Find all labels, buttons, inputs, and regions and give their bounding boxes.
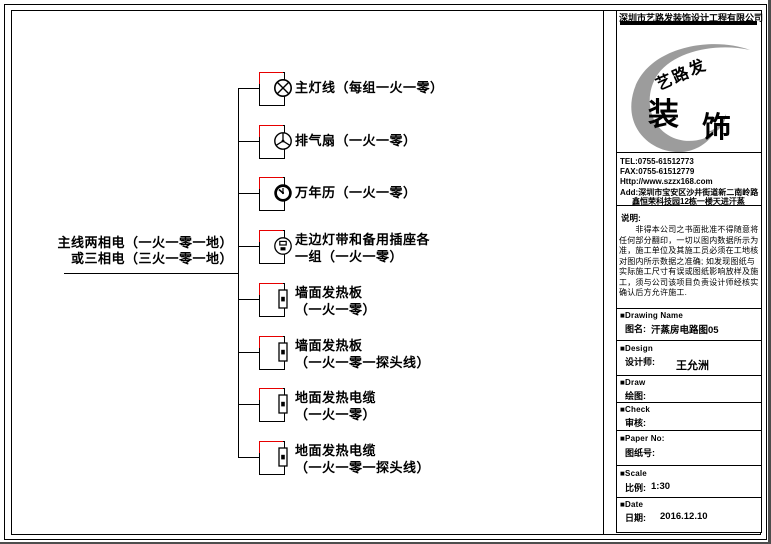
tb-line: [616, 402, 761, 403]
heater-icon: [278, 394, 288, 414]
branch-label: 地面发热电缆 （一火一零）: [295, 390, 377, 422]
branch-connector: [238, 141, 259, 142]
tb-line: [616, 465, 761, 466]
outer-border: [4, 4, 767, 540]
screen-bottom-edge: [0, 542, 771, 544]
company-logo-swoosh-icon: [631, 44, 750, 153]
trunk-line: [238, 88, 239, 457]
company-underline: [620, 21, 757, 25]
branch-label: 地面发热电缆 （一火一零一探头线）: [295, 443, 431, 475]
notes-body: 非得本公司之书面批准不得随意将 任何部分翻印，一切以图内数据所示为 准，施工单位…: [619, 225, 759, 297]
branch-label: 主灯线（每组一火一零）: [295, 80, 444, 95]
branch-connector: [238, 404, 259, 405]
source-label: 主线两相电（一火一零一地） 或三相电（三火一零一地）: [57, 235, 233, 266]
lamp-icon: [273, 78, 293, 98]
tb-line: [616, 340, 761, 341]
branch-label: 墙面发热板 （一火一零）: [295, 285, 377, 317]
clock-icon: [273, 183, 293, 203]
contact-website: Http://www.szzx168.com: [620, 177, 713, 186]
notes-title: 说明:: [621, 213, 641, 223]
company-name: 深圳市艺路发装饰设计工程有限公司: [619, 13, 764, 23]
contact-tel: TEL:0755-61512773: [620, 157, 694, 166]
heater-icon: [278, 289, 288, 309]
branch-label: 走边灯带和备用插座各 一组（一火一零）: [295, 232, 431, 264]
contact-fax: FAX:0755-61512779: [620, 167, 695, 176]
heater-icon: [278, 447, 288, 467]
branch-label: 墙面发热板 （一火一零一探头线）: [295, 338, 431, 370]
feeder-line: [64, 273, 238, 274]
branch-connector: [238, 246, 259, 247]
screen-right-edge: [768, 0, 771, 544]
tb-line: [616, 430, 761, 431]
branch-connector: [238, 352, 279, 353]
logo-char-zhuang: 装: [648, 97, 679, 132]
logo-char-shi: 饰: [702, 112, 732, 144]
drawing-area-right-divider: [603, 10, 604, 534]
heater-icon: [278, 342, 288, 362]
contact-address-line1: Add:深圳市宝安区沙井街道新二南岭路: [620, 188, 759, 197]
fan-icon: [273, 131, 293, 151]
branch-label: 排气扇（一火一零）: [295, 133, 417, 148]
branch-connector: [238, 457, 279, 458]
tb-line: [616, 375, 761, 376]
tb-line: [616, 497, 761, 498]
tb-line: [616, 152, 761, 153]
contact-address-line2: 鑫恒荣科技园12栋一楼天进汗蒸: [632, 197, 745, 206]
socket-icon: [273, 236, 293, 256]
branch-connector: [238, 193, 259, 194]
branch-connector: [238, 88, 259, 89]
tb-line: [616, 308, 761, 309]
branch-label: 万年历（一火一零）: [295, 185, 417, 200]
branch-connector: [238, 299, 259, 300]
tb-line: [616, 205, 761, 206]
